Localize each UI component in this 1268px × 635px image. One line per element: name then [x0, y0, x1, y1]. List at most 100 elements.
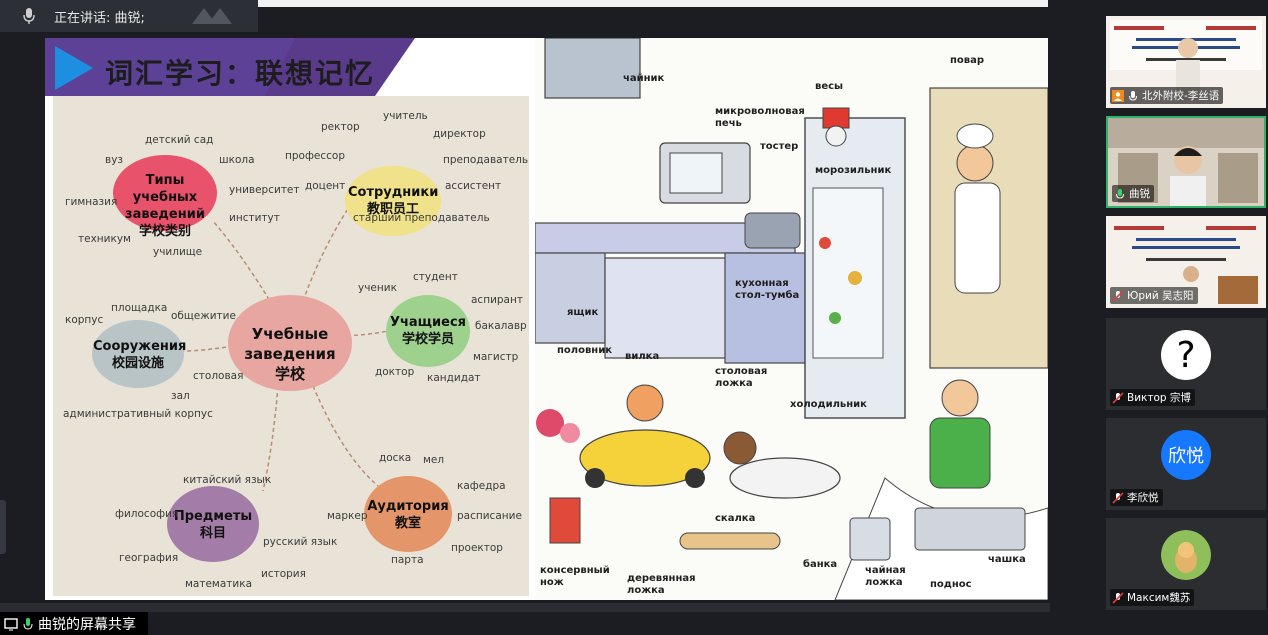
word-kafedra: кафедра	[457, 480, 506, 492]
word-marker: маркер	[327, 510, 368, 522]
label-kuhonnaya: кухонная стол-тумба	[735, 278, 800, 301]
word-starshiy: старший преподаватель	[353, 212, 490, 224]
person-icon	[1112, 89, 1124, 102]
word-matematika: математика	[185, 578, 253, 590]
participant-name-tag: 李欣悦	[1110, 489, 1163, 506]
word-zal: зал	[171, 390, 190, 402]
participant-tile[interactable]: ? Виктор 宗博	[1106, 318, 1266, 410]
subjects-blob	[167, 486, 259, 562]
label-chaynik: чайник	[623, 73, 665, 84]
avatar-initials: 欣悦	[1168, 446, 1204, 467]
word-assistent: ассистент	[445, 180, 502, 192]
microphone-muted-icon	[1112, 491, 1124, 504]
label-banka: банка	[803, 559, 838, 570]
label-holodilnik: холодильник	[790, 399, 867, 410]
word-vuz: вуз	[105, 154, 123, 166]
label-morozilnik: морозильник	[815, 165, 892, 176]
word-student: студент	[413, 271, 458, 283]
microphone-icon	[23, 8, 35, 24]
word-tehnikum: техникум	[78, 233, 131, 245]
microphone-muted-icon	[1112, 391, 1124, 404]
word-admin: административный корпус	[63, 408, 213, 420]
word-uchenik: ученик	[358, 282, 397, 294]
microphone-muted-icon	[1112, 591, 1124, 604]
video-feed	[1108, 118, 1264, 206]
word-uchitel: учитель	[383, 110, 428, 122]
participant-name-tag: Максим魏苏	[1110, 589, 1195, 606]
participants-panel: 北外附校-李丝语 曲锐	[1104, 14, 1268, 614]
label-polovnik: половник	[557, 345, 613, 356]
word-doktor: доктор	[375, 366, 415, 378]
avatar	[1161, 530, 1211, 580]
word-institut: институт	[229, 212, 280, 224]
slide-title: 词汇学习：联想记忆	[105, 57, 376, 90]
label-skalka: скалка	[715, 513, 756, 524]
avatar-question-mark: ?	[1176, 334, 1196, 376]
avatar: 欣悦	[1161, 430, 1211, 480]
word-rektor: ректор	[321, 121, 360, 133]
staff-blob	[345, 166, 441, 236]
facilities-blob	[92, 320, 184, 388]
label-mikrovolnovaya: микроволновая печь	[715, 106, 805, 129]
mindmap-slide: 词汇学习：联想记忆	[45, 38, 535, 600]
label-chashka: чашка	[988, 554, 1026, 565]
word-bakalavr: бакалавр	[475, 320, 527, 332]
word-dotsent: доцент	[305, 180, 346, 192]
share-screen-icon	[4, 617, 18, 630]
microphone-active-icon	[23, 617, 33, 630]
side-panel-handle[interactable]	[0, 500, 6, 554]
word-proektor: проектор	[451, 542, 503, 554]
window-top-strip	[258, 0, 1048, 7]
word-uchilishe: училище	[153, 246, 203, 258]
word-stolovaya: столовая	[193, 370, 244, 382]
label-vesy: весы	[815, 81, 844, 92]
classroom-blob	[364, 476, 452, 552]
word-detsad: детский сад	[145, 134, 214, 146]
screen-share-label: 曲锐的屏幕共享	[0, 612, 148, 635]
avatar: ?	[1161, 330, 1211, 380]
participant-tile[interactable]: Максим魏苏	[1106, 518, 1266, 610]
participant-tile[interactable]: 欣悦 李欣悦	[1106, 418, 1266, 510]
label-vilka: вилка	[625, 351, 660, 362]
participant-tile[interactable]: 曲锐	[1106, 116, 1266, 208]
word-shkola: школа	[219, 154, 255, 166]
label-povar: повар	[950, 55, 985, 66]
participant-name-tag: Виктор 宗博	[1110, 389, 1195, 406]
shared-screen[interactable]: 词汇学习：联想记忆	[45, 38, 1048, 600]
students-blob	[386, 295, 470, 367]
word-raspisanie: расписание	[457, 510, 522, 522]
label-konservnyy: консервный нож	[540, 565, 610, 588]
participant-tile[interactable]: 北外附校-李丝语	[1106, 16, 1266, 108]
word-prepodavatel: преподаватель	[443, 154, 529, 166]
word-professor: профессор	[285, 150, 346, 162]
word-russkiy: русский язык	[263, 536, 338, 548]
types-blob	[113, 155, 217, 231]
word-kandidat: кандидат	[427, 372, 481, 384]
participant-tile[interactable]: Юрий 吴志阳	[1106, 216, 1266, 308]
word-parta: парта	[391, 554, 424, 566]
word-korpus: корпус	[65, 314, 104, 326]
microphone-active-icon	[1116, 188, 1124, 199]
kitchen-drawing	[535, 38, 1048, 600]
label-derevyannaya: деревянная ложка	[627, 573, 696, 596]
word-kitayskiy: китайский язык	[183, 474, 272, 486]
word-istoriya: история	[261, 568, 306, 580]
participant-name-tag: Юрий 吴志阳	[1110, 287, 1198, 304]
word-gimnazia: гимназия	[65, 196, 118, 208]
word-obshezhitie: общежитие	[171, 310, 236, 322]
label-yashik: ящик	[567, 307, 599, 318]
word-mel: мел	[423, 454, 445, 466]
word-direktor: директор	[433, 128, 486, 140]
label-tostor: тостер	[760, 141, 799, 152]
microphone-icon	[1129, 90, 1137, 101]
speaking-indicator: 正在讲话: 曲锐;	[0, 0, 258, 32]
word-geografiya: география	[119, 552, 179, 564]
